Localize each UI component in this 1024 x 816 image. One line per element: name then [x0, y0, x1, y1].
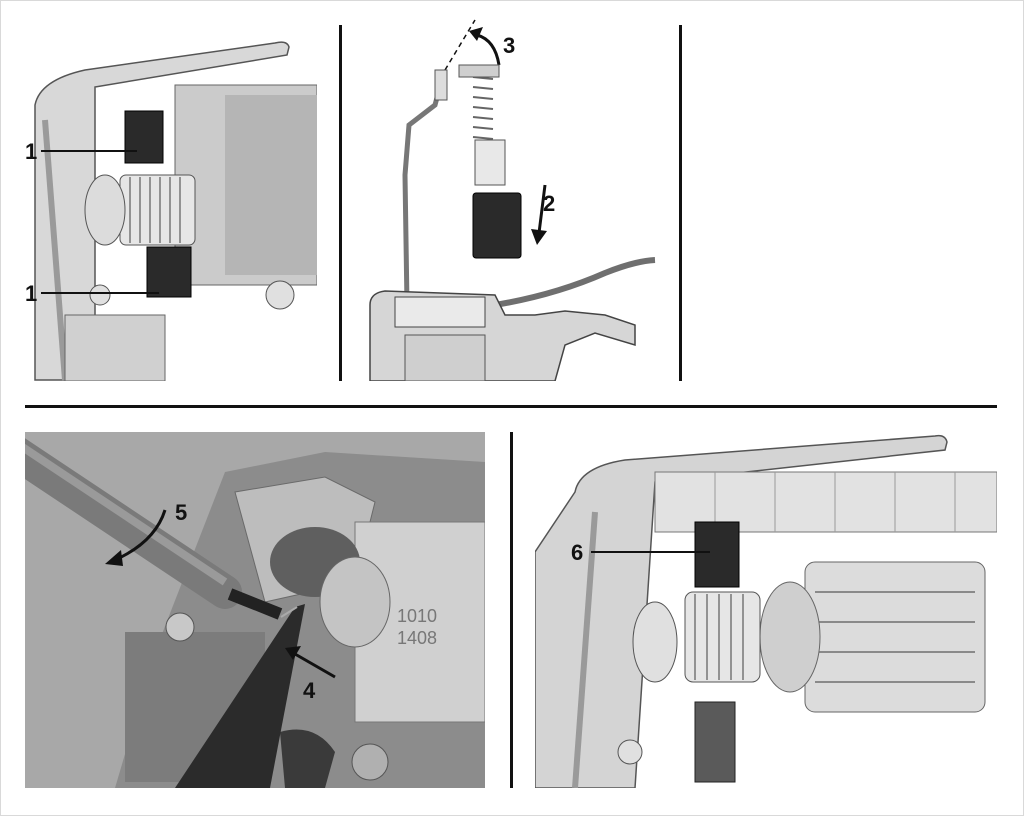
callout-label: 5	[175, 500, 187, 525]
callout-label: 1	[25, 139, 37, 164]
panel-b-brush-removal: 2 3	[365, 15, 660, 381]
motor-marking-1: 1010	[397, 606, 437, 626]
panel-a-illustration: 1 1	[25, 25, 317, 381]
panel-b-illustration: 2 3	[365, 15, 660, 381]
divider-vertical-2	[679, 25, 682, 381]
panel-d-photo-tools: 1010 1408 5 4	[25, 432, 485, 788]
panel-e-illustration: 6	[535, 432, 997, 788]
motor-marking-2: 1408	[397, 628, 437, 648]
callout-label: 6	[571, 540, 583, 565]
callout-label: 4	[303, 678, 316, 703]
callout-label: 2	[543, 191, 555, 216]
panel-c-blank	[700, 25, 997, 381]
divider-horizontal	[25, 405, 997, 408]
divider-vertical-1	[339, 25, 342, 381]
panel-a-brush-holders: 1 1	[25, 25, 317, 381]
callout-label: 3	[503, 33, 515, 58]
divider-vertical-3	[510, 432, 513, 788]
callout-label: 1	[25, 281, 37, 306]
panel-d-illustration: 1010 1408 5 4	[25, 432, 485, 788]
panel-e-brush-installed: 6	[535, 432, 997, 788]
